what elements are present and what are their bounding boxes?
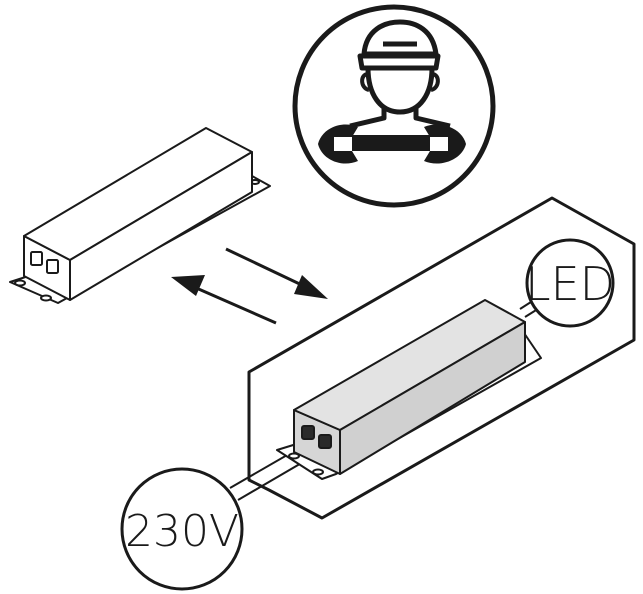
led-label: LED	[525, 257, 615, 311]
new-led-driver	[276, 299, 542, 480]
led-label-bubble: LED	[525, 238, 615, 328]
voltage-label-bubble: 230V	[120, 467, 244, 591]
old-led-driver	[9, 127, 271, 304]
technician-icon	[292, 4, 496, 208]
voltage-label: 230V	[125, 506, 239, 557]
swap-arrows-icon	[171, 247, 328, 325]
